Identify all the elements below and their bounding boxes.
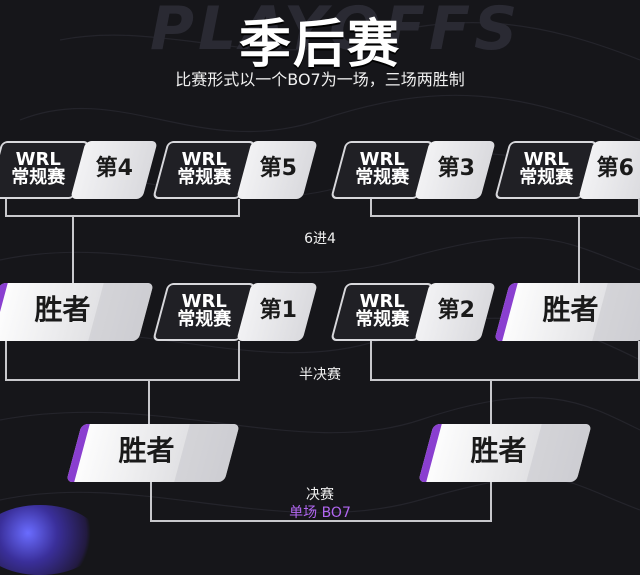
seed-source: WRL 常规赛 — [166, 293, 242, 329]
seed-rank: 第4 — [82, 158, 146, 180]
bracket-line — [72, 215, 74, 283]
winner-label: 胜者 — [3, 296, 123, 324]
seed-rank: 第2 — [426, 300, 486, 322]
semi-winner-right: 胜者 — [494, 283, 640, 341]
seed-rank: 第5 — [248, 158, 308, 180]
semi-winner-left: 胜者 — [0, 283, 154, 341]
final-winner-right: 胜者 — [418, 424, 592, 482]
seed-slot-5th: WRL 常规赛 第5 — [152, 141, 318, 199]
final-format-note: 单场 BO7 — [260, 502, 380, 522]
winner-label: 胜者 — [513, 296, 629, 324]
seed-rank: 第6 — [590, 158, 640, 180]
bracket-line — [5, 215, 240, 217]
bracket-line — [238, 341, 240, 381]
seed-source: WRL 常规赛 — [344, 151, 420, 187]
seed-source: WRL 常规赛 — [0, 151, 76, 187]
final-winner-left: 胜者 — [66, 424, 240, 482]
bracket-line — [490, 482, 492, 522]
bracket-line — [578, 215, 580, 283]
round-label-semifinal: 半决赛 — [270, 364, 370, 384]
bracket-line — [370, 215, 640, 217]
seed-slot-4th: WRL 常规赛 第4 — [0, 141, 158, 199]
seed-rank: 第1 — [248, 300, 308, 322]
seed-source: WRL 常规赛 — [166, 151, 242, 187]
seed-source: WRL 常规赛 — [508, 151, 584, 187]
seed-slot-2nd: WRL 常规赛 第2 — [330, 283, 496, 341]
winner-label: 胜者 — [85, 437, 209, 465]
seed-slot-3rd: WRL 常规赛 第3 — [330, 141, 496, 199]
bracket-line — [5, 341, 7, 381]
seed-slot-6th: WRL 常规赛 第6 — [494, 141, 640, 199]
decorative-gem-image — [0, 505, 100, 575]
seed-source: WRL 常规赛 — [344, 293, 420, 329]
round-label-final: 决赛 — [270, 484, 370, 504]
page-subtitle: 比赛形式以一个BO7为一场，三场两胜制 — [0, 66, 640, 90]
bracket-line — [150, 482, 152, 522]
round-label-6to4: 6进4 — [280, 228, 360, 248]
bracket-line — [5, 379, 240, 381]
bracket-line — [370, 341, 372, 381]
bracket-line — [148, 379, 150, 425]
seed-slot-1st: WRL 常规赛 第1 — [152, 283, 318, 341]
winner-label: 胜者 — [437, 437, 561, 465]
seed-rank: 第3 — [426, 158, 486, 180]
bracket-line — [370, 379, 640, 381]
bracket-line — [490, 379, 492, 425]
